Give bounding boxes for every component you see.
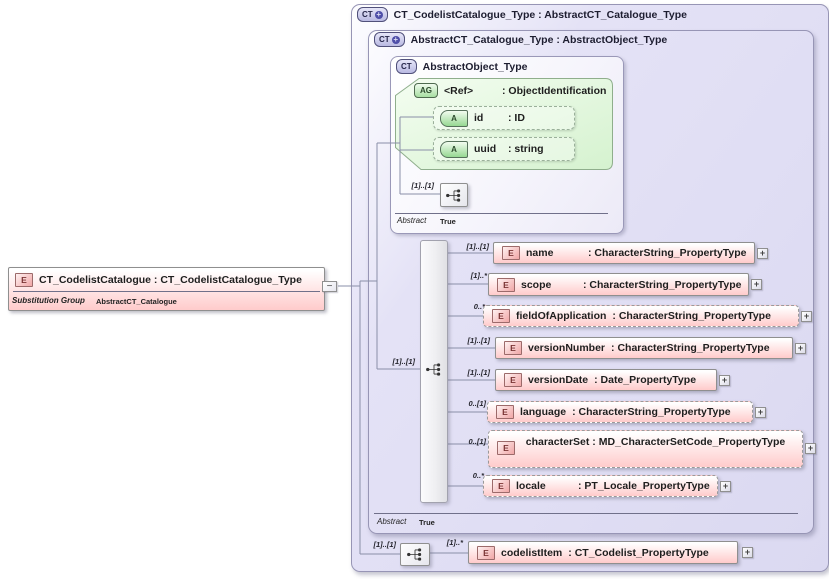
abstract-label: Abstract [377, 517, 407, 526]
substitution-group-label: Substitution Group [12, 296, 85, 305]
element-row-locale[interactable]: E locale : PT_Locale_PropertyType [483, 475, 718, 497]
attribute-row-uuid[interactable]: A uuid : string [433, 137, 575, 161]
element-row-name[interactable]: E name : CharacterString_PropertyType [493, 242, 755, 264]
element-icon: E [497, 277, 515, 292]
attribute-name: uuid [474, 143, 497, 155]
complex-type-icon: CT + [357, 7, 388, 22]
expand-plus-icon[interactable]: + [795, 343, 806, 354]
element-name: versionDate [528, 374, 589, 386]
element-cardinality: [1]..[1] [467, 336, 491, 345]
divider [13, 291, 320, 292]
outer-type-title: CT_CodelistCatalogue_Type : AbstractCT_C… [393, 8, 687, 21]
abstract-label: Abstract [397, 216, 427, 225]
source-element-box[interactable]: E CT_CodelistCatalogue : CT_CodelistCata… [8, 267, 325, 311]
element-icon: E [504, 373, 522, 387]
element-cardinality: [1]..* [470, 271, 487, 280]
element-cardinality: [1]..[1] [466, 242, 490, 251]
element-row-versionDate[interactable]: E versionDate : Date_PropertyType [495, 369, 717, 391]
outer-type-header[interactable]: CT + CT_CodelistCatalogue_Type : Abstrac… [357, 7, 687, 22]
sequence-cardinality: [1]..[1] [411, 181, 435, 190]
element-cardinality: [1]..* [446, 538, 463, 547]
object-type-title: AbstractObject_Type [422, 60, 528, 73]
substitution-group-value: AbstractCT_Catalogue [96, 297, 177, 306]
element-icon: E [496, 405, 514, 419]
element-type: : CharacterString_PropertyType [612, 310, 771, 322]
attribute-icon: A [440, 140, 468, 158]
attribute-group-header[interactable]: AG <Ref> : ObjectIdentification [414, 83, 606, 98]
expand-plus-icon[interactable]: + [755, 407, 766, 418]
element-icon: E [492, 309, 510, 323]
complex-type-icon-label: CT [401, 62, 412, 71]
element-icon: E [492, 479, 510, 493]
element-type: : PT_Locale_PropertyType [578, 480, 710, 492]
complex-type-icon: CT + [374, 32, 405, 47]
element-row-characterSet[interactable]: E characterSet : MD_CharacterSetCode_Pro… [488, 430, 803, 468]
element-name: language [520, 406, 567, 418]
element-cardinality: 0..* [473, 302, 485, 311]
element-cardinality: 0..[1] [468, 399, 486, 408]
collapse-minus-icon[interactable]: − [322, 281, 337, 292]
element-icon: E [497, 441, 515, 455]
element-cardinality: 0..* [472, 471, 484, 480]
element-type: : CT_Codelist_PropertyType [568, 546, 709, 559]
element-row-versionNumber[interactable]: E versionNumber : CharacterString_Proper… [495, 337, 793, 359]
derive-plus-icon: + [374, 9, 383, 19]
sequence-icon[interactable] [400, 543, 430, 566]
expand-plus-icon[interactable]: + [751, 279, 762, 290]
attribute-group-type: : ObjectIdentification [502, 84, 607, 97]
element-name: scope [521, 278, 552, 291]
base-type-title: AbstractCT_Catalogue_Type : AbstractObje… [410, 33, 668, 46]
element-row-language[interactable]: E language : CharacterString_PropertyTyp… [487, 401, 753, 423]
sequence-icon[interactable] [440, 183, 468, 207]
attribute-type: : ID [508, 112, 525, 124]
attribute-type: : string [508, 143, 544, 155]
expand-plus-icon[interactable]: + [742, 547, 753, 558]
element-type: : CharacterString_PropertyType [588, 247, 747, 259]
element-cardinality: 0..[1] [468, 437, 486, 446]
element-name: name [526, 247, 554, 259]
complex-type-icon: CT [396, 59, 417, 74]
complex-type-icon-label: CT [379, 35, 390, 44]
attribute-group-icon: AG [414, 83, 438, 98]
attribute-row-id[interactable]: A id : ID [433, 106, 575, 130]
derive-plus-icon: + [391, 34, 400, 44]
element-type: : CharacterString_PropertyType [572, 406, 731, 418]
element-name: codelistItem [501, 546, 563, 559]
element-name: versionNumber [528, 342, 606, 354]
base-type-header[interactable]: CT + AbstractCT_Catalogue_Type : Abstrac… [374, 32, 667, 47]
element-type: : MD_CharacterSetCode_PropertyType [592, 436, 786, 448]
abstract-value: True [419, 518, 435, 527]
expand-plus-icon[interactable]: + [719, 375, 730, 386]
element-icon: E [502, 246, 520, 260]
complex-type-icon-label: CT [362, 10, 373, 19]
element-name: characterSet [525, 436, 590, 448]
expand-plus-icon[interactable]: + [801, 311, 812, 322]
sequence-cardinality: [1]..[1] [373, 540, 397, 549]
expand-plus-icon[interactable]: + [805, 443, 816, 454]
element-row-codelistItem[interactable]: E codelistItem : CT_Codelist_PropertyTyp… [468, 541, 738, 564]
divider [374, 513, 798, 514]
sequence-cardinality: [1]..[1] [392, 357, 416, 366]
element-icon: E [15, 273, 33, 287]
attribute-group-name: <Ref> [444, 84, 474, 97]
element-icon: E [477, 545, 495, 560]
element-name: locale [516, 480, 546, 492]
element-name: fieldOfApplication [516, 310, 607, 322]
attribute-name: id [474, 112, 484, 124]
sequence-icon [424, 361, 444, 383]
element-icon: E [504, 341, 522, 355]
element-row-scope[interactable]: E scope : CharacterString_PropertyType [488, 273, 749, 296]
abstract-value: True [440, 217, 456, 226]
divider [395, 213, 608, 214]
element-type: : CharacterString_PropertyType [583, 278, 742, 291]
attribute-icon: A [440, 109, 468, 127]
element-cardinality: [1]..[1] [467, 368, 491, 377]
expand-plus-icon[interactable]: + [757, 248, 768, 259]
element-type: : CharacterString_PropertyType [611, 342, 770, 354]
expand-plus-icon[interactable]: + [720, 481, 731, 492]
source-element-title: CT_CodelistCatalogue : CT_CodelistCatalo… [39, 274, 302, 286]
element-type: : Date_PropertyType [594, 374, 697, 386]
object-type-header[interactable]: CT AbstractObject_Type [396, 59, 528, 74]
element-row-fieldOfApplication[interactable]: E fieldOfApplication : CharacterString_P… [483, 305, 799, 327]
